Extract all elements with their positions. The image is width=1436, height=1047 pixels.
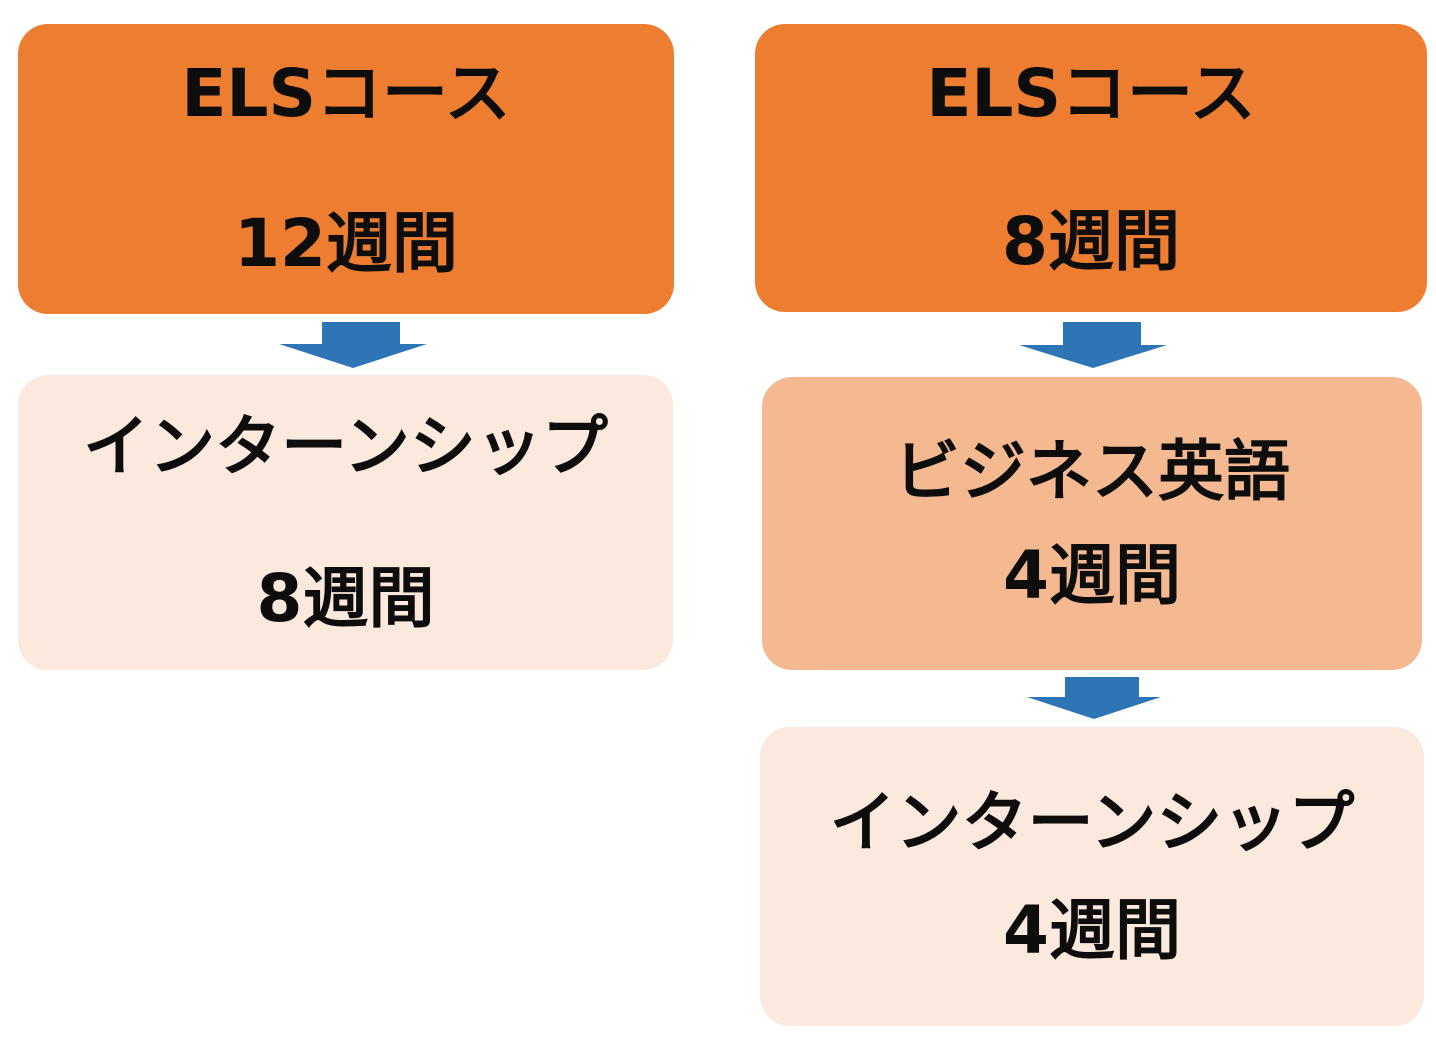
business-english-duration: 4週間 xyxy=(1003,536,1181,614)
right-internship-duration: 4週間 xyxy=(1003,891,1181,969)
left-internship-title: インターンシップ xyxy=(83,407,608,485)
right-els-course-duration: 8週間 xyxy=(1002,203,1180,280)
left-down-arrow-icon xyxy=(279,322,427,368)
left-els-course-box: ELSコース 12週間 xyxy=(18,24,674,314)
business-english-box: ビジネス英語 4週間 xyxy=(762,377,1422,670)
right-down-arrow-1-icon xyxy=(1019,322,1167,368)
left-els-course-title: ELSコース xyxy=(181,55,511,132)
business-english-title: ビジネス英語 xyxy=(894,432,1290,510)
right-els-course-box: ELSコース 8週間 xyxy=(755,24,1427,312)
right-internship-box: インターンシップ 4週間 xyxy=(760,727,1424,1026)
left-internship-duration: 8週間 xyxy=(256,559,435,637)
right-els-course-title: ELSコース xyxy=(926,55,1256,132)
left-els-course-duration: 12週間 xyxy=(234,205,458,282)
right-internship-title: インターンシップ xyxy=(829,783,1355,861)
left-internship-box: インターンシップ 8週間 xyxy=(18,375,673,670)
right-down-arrow-2-icon xyxy=(1027,677,1161,719)
